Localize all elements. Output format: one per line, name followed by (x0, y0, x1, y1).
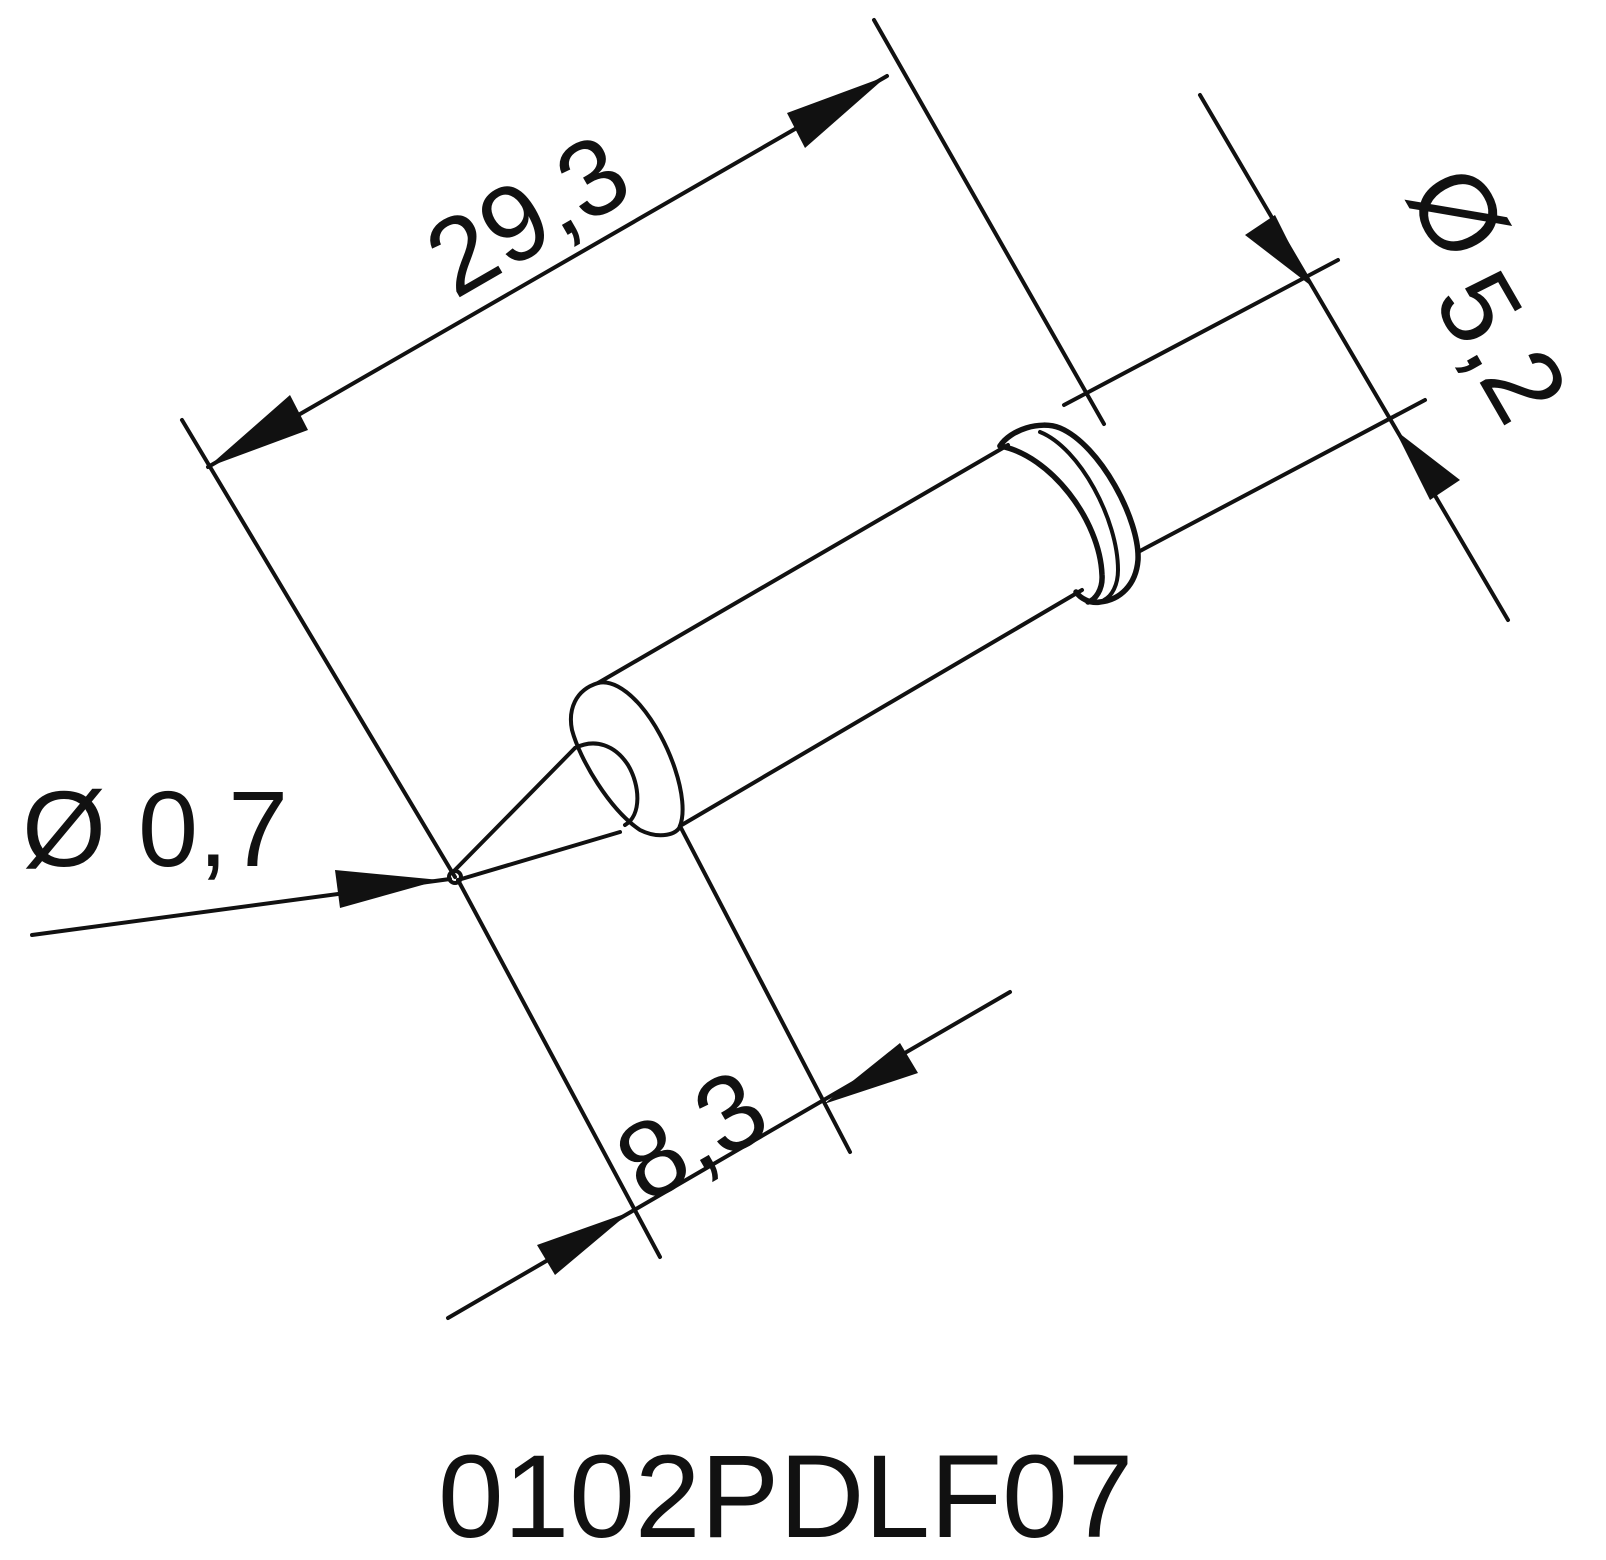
dimension-tip-diameter: Ø 0,7 (22, 768, 452, 937)
dimension-tip-length: 8,3 (446, 824, 1012, 1320)
soldering-tip-outline (447, 258, 1427, 885)
dimension-total-length: 29,3 (180, 18, 1106, 879)
part-number: 0102PDLF07 (438, 1431, 1133, 1560)
total-length-label: 29,3 (406, 110, 649, 320)
dimension-shank-diameter: Ø 5,2 (1198, 93, 1592, 622)
tip-diameter-label: 0,7 (138, 768, 288, 889)
shank-diameter-label: 5,2 (1412, 251, 1592, 442)
tip-length-label: 8,3 (596, 1045, 787, 1225)
tip-diameter-symbol: Ø (22, 768, 106, 889)
